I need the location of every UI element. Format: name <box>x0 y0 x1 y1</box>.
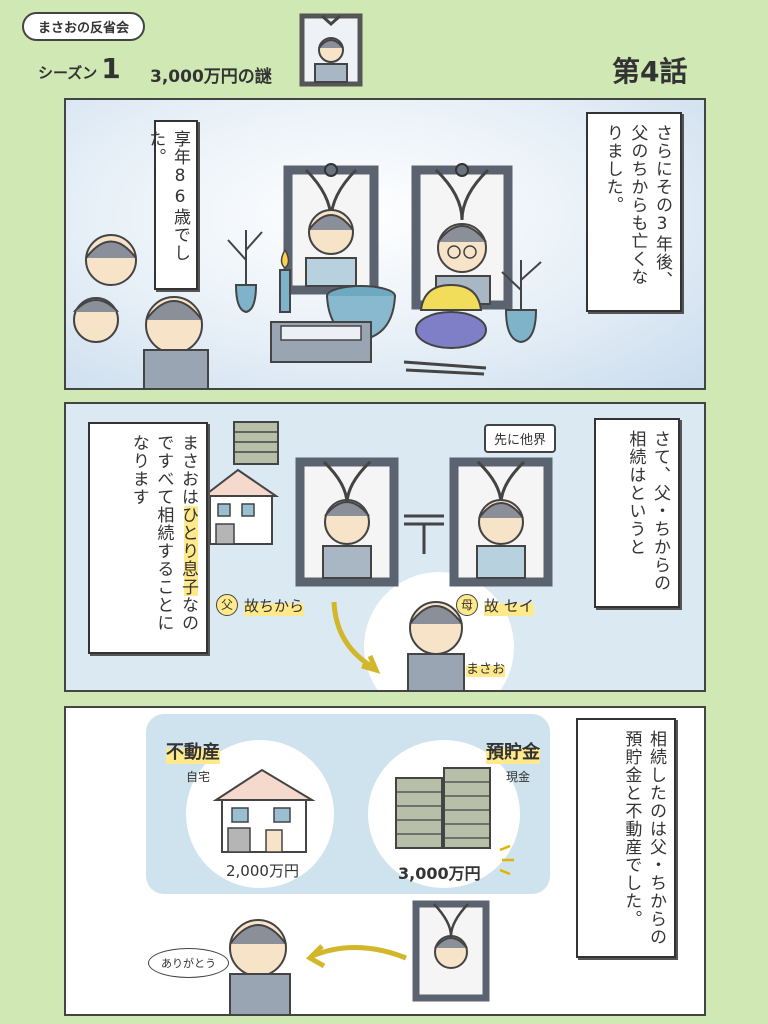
series-badge: まさおの反省会 <box>22 12 146 41</box>
thanks-bubble: ありがとう <box>148 948 229 978</box>
season-number: 1 <box>101 52 121 85</box>
header-portrait <box>298 10 364 88</box>
explain-highlight: ひとり息子 <box>178 506 198 596</box>
panel-2: まさおはひとり息子なのですべて相続することになります さて、父・ちからの相続はと… <box>64 402 706 692</box>
explain-before: まさおは <box>178 434 198 506</box>
father-symbol: 父 <box>216 594 238 616</box>
episode-subtitle: 3,000万円の謎 <box>150 67 272 87</box>
season-prefix: シーズン <box>38 64 98 82</box>
panel1-narration: さらにその3年後、父のちからも亡くなりました。 <box>586 112 682 312</box>
panel3-narration: 相続したのは父・ちからの預貯金と不動産でした。 <box>576 718 676 958</box>
realestate-sub: 自宅 <box>186 770 211 784</box>
mother-symbol: 母 <box>456 594 478 616</box>
mother-tag: 母 故 セイ <box>456 594 534 616</box>
panel2-explanation: まさおはひとり息子なのですべて相続することになります <box>88 422 208 654</box>
panel2-narration: さて、父・ちからの相続はというと <box>594 418 680 608</box>
deposit-sub: 現金 <box>506 770 531 784</box>
mother-label: 故 セイ <box>484 594 534 616</box>
realestate-value: 2,000万円 <box>226 862 299 880</box>
explain-after: なのですべて相続することになります <box>128 434 198 632</box>
age-caption: 享年86歳でした。 <box>145 120 198 290</box>
mother-note-bubble: 先に他界 <box>484 424 557 453</box>
realestate-title: 不動産 <box>166 738 220 764</box>
episode-number: 第4話 <box>612 55 688 88</box>
father-label: 故ちから <box>244 594 305 616</box>
father-tag: 父 故ちから <box>216 594 305 616</box>
altar-scene <box>73 163 542 388</box>
assets-illustration <box>212 767 514 1014</box>
inheritance-diagram <box>201 421 553 690</box>
son-label: まさお <box>466 658 506 677</box>
deposit-title: 預貯金 <box>486 738 540 764</box>
deposit-value: 3,000万円 <box>398 864 481 883</box>
panel-3: 不動産 自宅 2,000万円 預貯金 現金 3,000万円 ありがとう 相続した… <box>64 706 706 1016</box>
panel-1: 享年86歳でした。 さらにその3年後、父のちからも亡くなりました。 <box>64 98 706 390</box>
